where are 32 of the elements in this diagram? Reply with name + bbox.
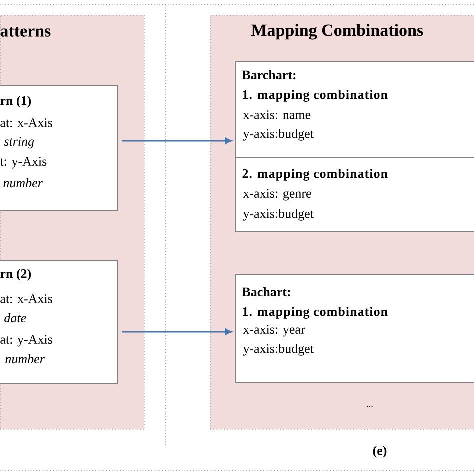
arrow: [122, 138, 232, 144]
box-text: x-axis: year: [243, 325, 306, 337]
box-text: Barchart:: [242, 70, 296, 80]
ellipsis: ...: [367, 406, 373, 408]
box-text: x-axis: name: [243, 110, 311, 120]
figure-label: (e): [373, 446, 387, 458]
box-text: rn (2): [0, 269, 32, 281]
panel-title: Mapping Combinations: [252, 24, 424, 40]
box-text: x-axis: genre: [243, 189, 312, 201]
box-text: y-axis:budget: [243, 129, 314, 141]
mapping-box: [235, 157, 474, 232]
box-text: at: x-Axis: [0, 294, 52, 304]
box-text: y-axis:budget: [243, 209, 314, 221]
panel-title: atterns: [0, 27, 51, 37]
pattern-box: [0, 260, 118, 384]
box-text: y-axis:budget: [243, 344, 314, 356]
box-text: at: y-Axis: [0, 335, 52, 347]
box-text: 1. mapping combination: [243, 90, 388, 102]
box-text: 2. mapping combination: [242, 169, 388, 181]
box-text: at: x-Axis: [0, 118, 52, 128]
mapping-box: [235, 274, 474, 384]
box-text: 1. mapping combination: [243, 307, 388, 319]
box-text: date: [4, 313, 26, 323]
box-text: t: y-Axis: [0, 157, 47, 169]
box-text: Bachart:: [242, 287, 290, 297]
box-text: rn (1): [0, 96, 32, 108]
arrow: [122, 328, 232, 336]
box-text: number: [4, 178, 43, 188]
pattern-box: [0, 85, 118, 212]
mapping-box: [235, 61, 474, 158]
box-text: number: [6, 354, 45, 364]
box-text: string: [4, 137, 34, 149]
